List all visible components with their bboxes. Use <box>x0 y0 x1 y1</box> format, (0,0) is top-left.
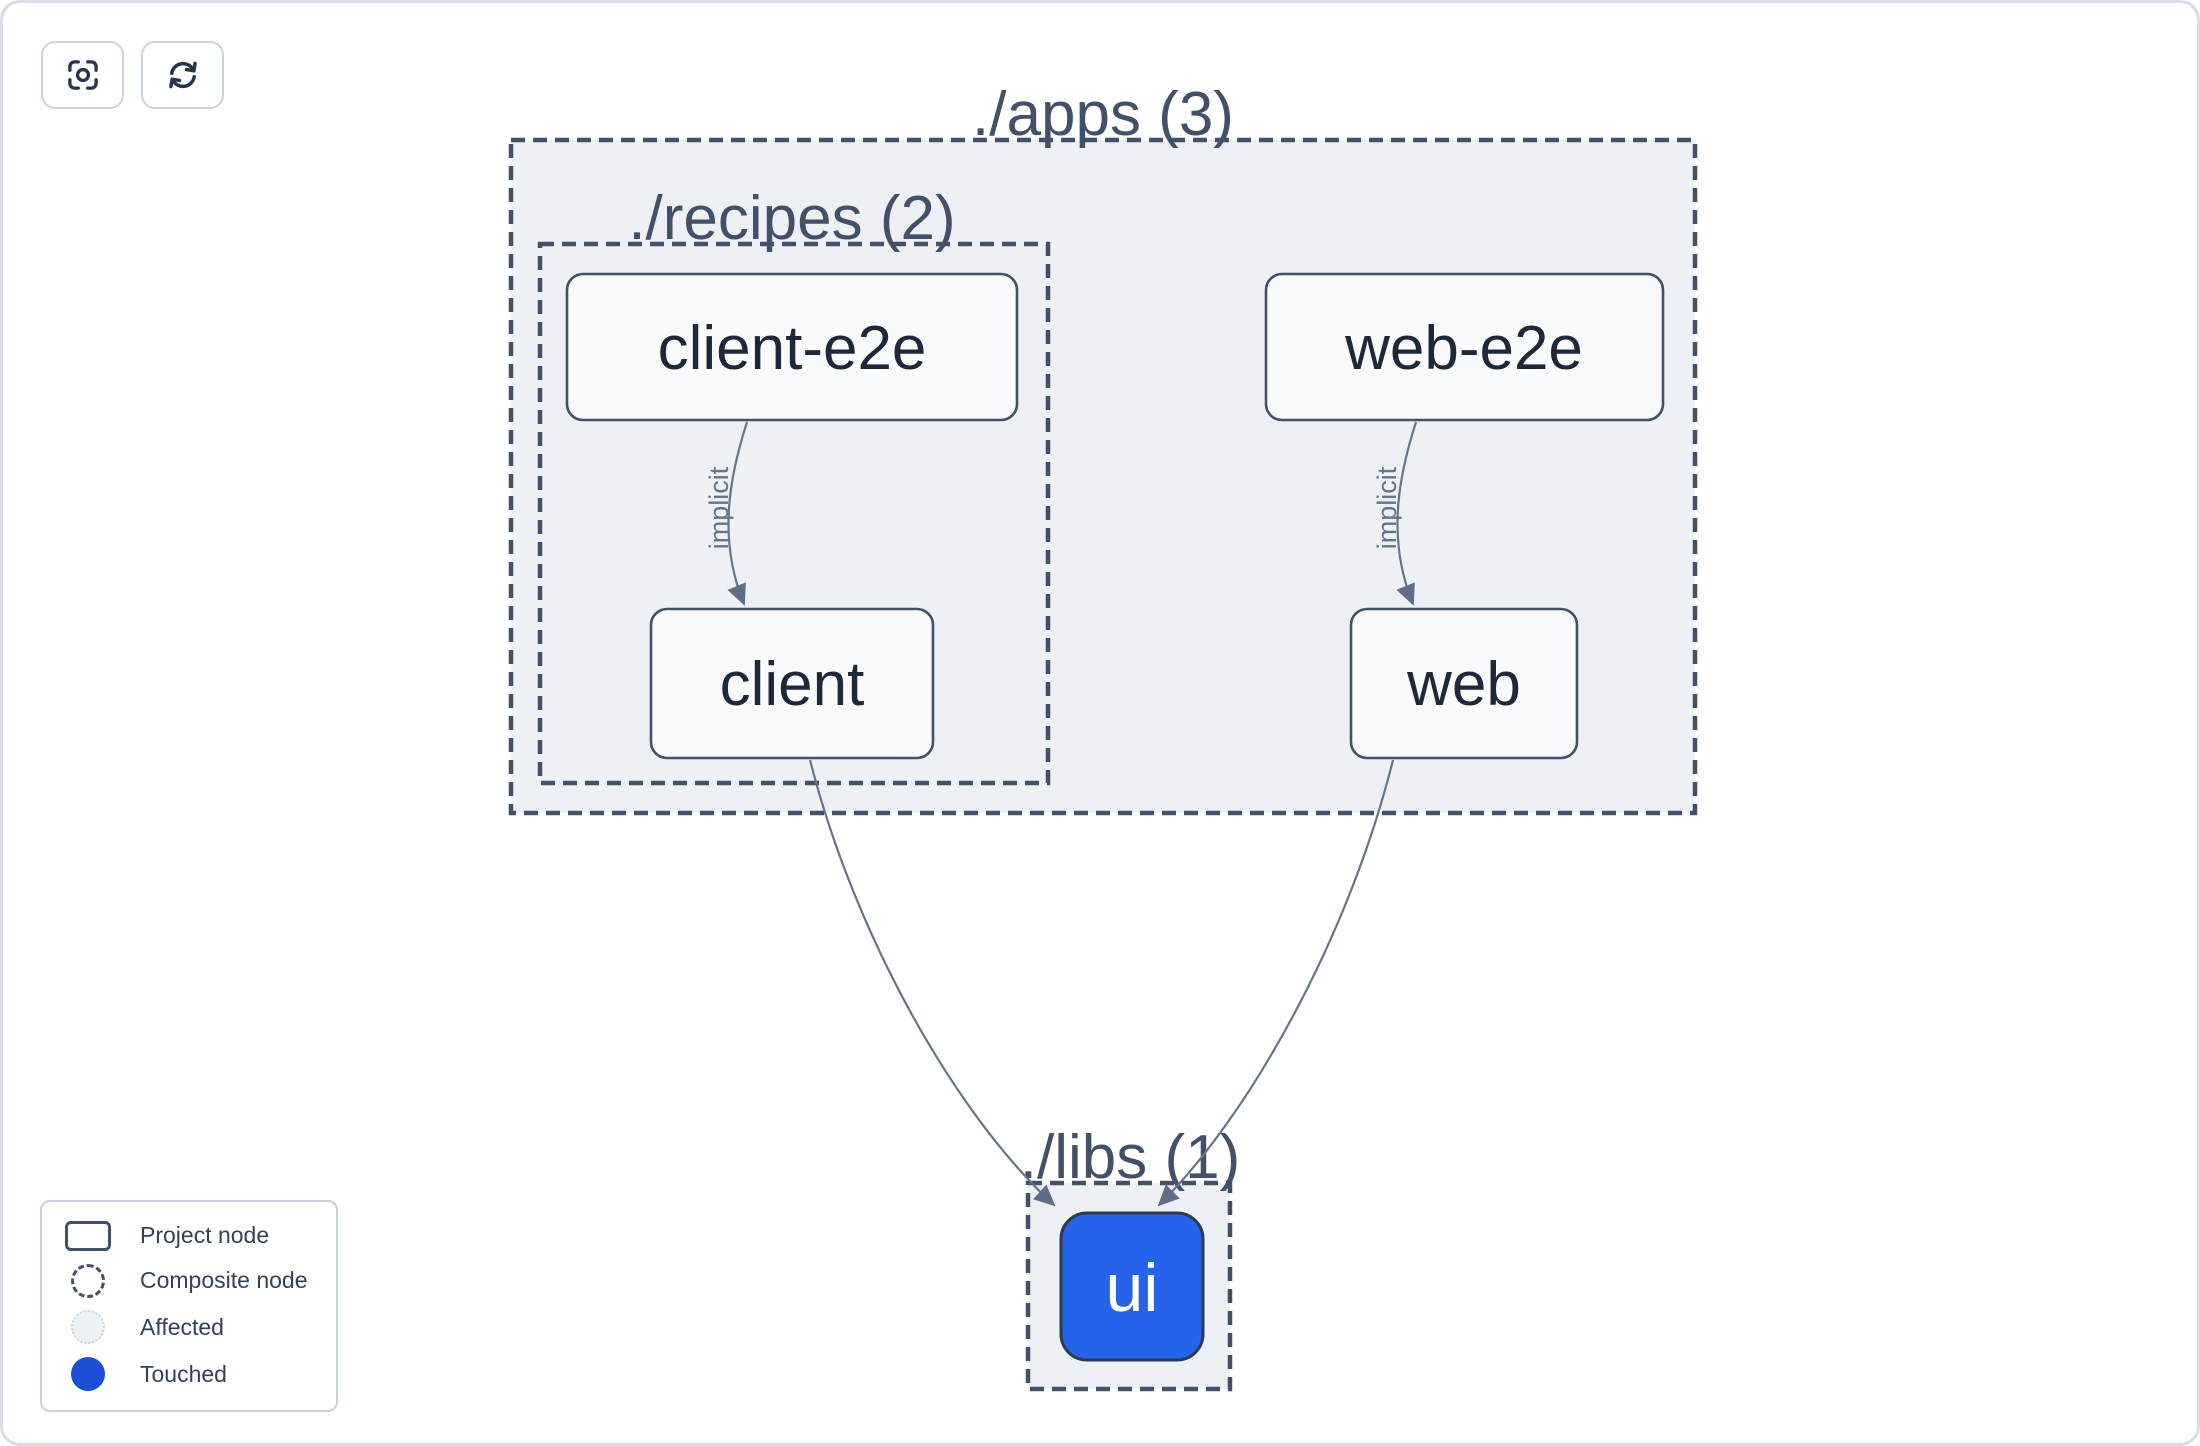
node-box[interactable] <box>1349 607 1579 760</box>
legend-item-affected: Affected <box>52 1310 326 1345</box>
refresh-icon <box>162 54 204 96</box>
legend-item-label: Composite node <box>140 1267 308 1294</box>
project-node-ui-touched[interactable]: ui <box>1059 1211 1205 1362</box>
refresh-graph-button[interactable] <box>141 41 224 109</box>
dependency-graph: ./apps (3) ./recipes (2) ./libs (1) impl… <box>508 80 1698 1392</box>
composite-recipes-label: ./recipes (2) <box>628 184 955 253</box>
node-box[interactable] <box>1059 1211 1205 1362</box>
node-box[interactable] <box>1264 272 1665 422</box>
composite-apps-label: ./apps (3) <box>972 80 1234 149</box>
touched-swatch-icon <box>71 1357 105 1392</box>
edge-path <box>727 421 749 606</box>
edge-label-implicit: implicit <box>1372 466 1402 549</box>
node-box[interactable] <box>565 272 1019 422</box>
edge-label-implicit: implicit <box>704 466 734 549</box>
legend-item-label: Project node <box>140 1222 270 1249</box>
composite-libs-label: ./libs (1) <box>1020 1123 1240 1192</box>
legend-item-project-node: Project node <box>52 1220 326 1251</box>
affected-swatch-icon <box>71 1310 105 1345</box>
edges-layer: implicit implicit <box>704 421 1418 1207</box>
composite-node-swatch-icon <box>71 1263 105 1298</box>
legend-item-label: Touched <box>140 1360 227 1387</box>
node-label: web <box>1406 650 1521 719</box>
edge-web-to-ui <box>1157 759 1395 1207</box>
legend-item-touched: Touched <box>52 1357 326 1392</box>
legend-panel: Project node Composite node Affected Tou… <box>40 1200 338 1412</box>
viewfinder-icon <box>62 54 104 96</box>
node-box[interactable] <box>649 607 935 760</box>
project-node-web[interactable]: web <box>1349 607 1579 760</box>
project-node-client[interactable]: client <box>649 607 935 760</box>
node-label: client <box>720 650 865 719</box>
edge-path <box>808 759 1056 1207</box>
legend-item-composite-node: Composite node <box>52 1263 326 1298</box>
node-label: client-e2e <box>658 314 927 383</box>
edge-client-to-ui <box>808 759 1056 1207</box>
edge-path <box>1157 759 1395 1207</box>
edge-web-e2e-to-web: implicit <box>1372 421 1418 606</box>
edge-path <box>1396 421 1418 606</box>
project-node-web-e2e[interactable]: web-e2e <box>1264 272 1665 422</box>
project-node-swatch-icon <box>65 1220 111 1251</box>
legend-item-label: Affected <box>140 1313 224 1340</box>
center-graph-button[interactable] <box>41 41 124 109</box>
edge-client-e2e-to-client: implicit <box>704 421 749 606</box>
graph-toolbar <box>41 41 224 109</box>
node-label: web-e2e <box>1344 314 1583 383</box>
project-node-client-e2e[interactable]: client-e2e <box>565 272 1019 422</box>
node-label: ui <box>1106 1250 1159 1326</box>
